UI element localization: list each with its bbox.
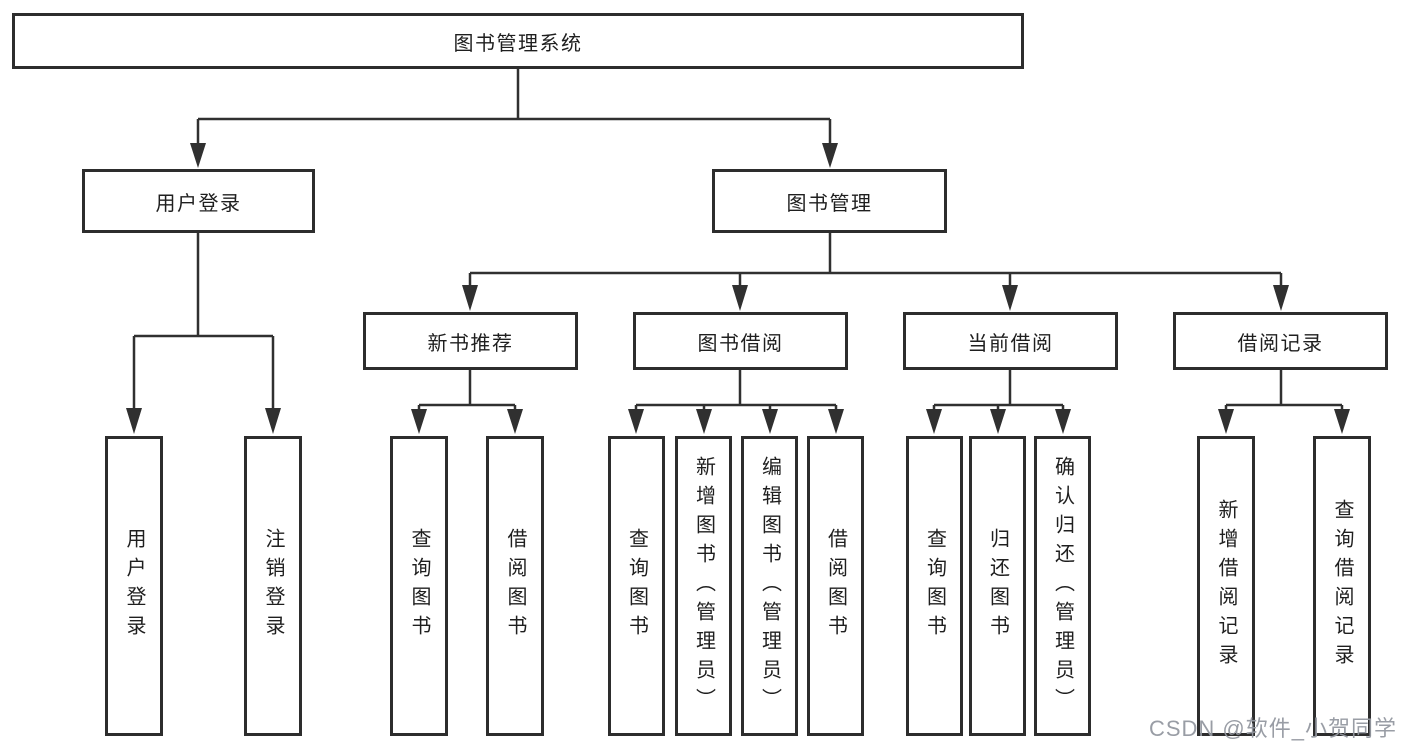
leaf-cb-query-books: 查询图书 [906,436,963,736]
leaf-br-query-record: 查询借阅记录 [1313,436,1371,736]
leaf-bb-add-books-admin: 新增图书（管理员） [675,436,732,736]
node-new-book-recommend-label: 新书推荐 [427,332,514,355]
node-new-book-recommend: 新书推荐 [363,312,578,370]
leaf-logout-label: 注销登录 [262,528,284,644]
leaf-bb-add-books-admin-label: 新增图书（管理员） [692,455,715,717]
leaf-br-add-record: 新增借阅记录 [1197,436,1255,736]
csdn-watermark: CSDN @软件_小贺同学 [1148,716,1397,741]
node-book-borrowing: 图书借阅 [633,312,848,370]
node-borrowing-records: 借阅记录 [1173,312,1388,370]
leaf-br-query-record-label: 查询借阅记录 [1331,499,1353,673]
leaf-bb-edit-books-admin-label: 编辑图书（管理员） [758,455,781,717]
node-root: 图书管理系统 [12,13,1024,69]
leaf-cb-confirm-return-admin: 确认归还（管理员） [1034,436,1091,736]
node-current-borrowing-label: 当前借阅 [967,332,1054,355]
node-current-borrowing: 当前借阅 [903,312,1118,370]
leaf-cb-confirm-return-admin-label: 确认归还（管理员） [1051,455,1074,717]
node-root-label: 图书管理系统 [453,32,583,55]
leaf-nr-borrow-books: 借阅图书 [486,436,544,736]
node-user-login: 用户登录 [82,169,315,233]
node-book-management-label: 图书管理 [786,192,873,215]
leaf-nr-query-books: 查询图书 [390,436,448,736]
leaf-cb-query-books-label: 查询图书 [923,528,946,644]
leaf-cb-return-books-label: 归还图书 [986,528,1009,644]
arrowhead-icons [126,143,1350,434]
node-book-borrowing-label: 图书借阅 [697,332,784,355]
leaf-bb-query-books: 查询图书 [608,436,665,736]
leaf-br-add-record-label: 新增借阅记录 [1215,499,1237,673]
leaf-user-login: 用户登录 [105,436,163,736]
leaf-bb-edit-books-admin: 编辑图书（管理员） [741,436,798,736]
leaf-cb-return-books: 归还图书 [969,436,1026,736]
leaf-logout: 注销登录 [244,436,302,736]
leaf-bb-borrow-books-label: 借阅图书 [824,528,847,644]
node-book-management: 图书管理 [712,169,947,233]
leaf-user-login-label: 用户登录 [123,528,145,644]
leaf-bb-query-books-label: 查询图书 [625,528,648,644]
leaf-nr-borrow-books-label: 借阅图书 [504,528,526,644]
leaf-nr-query-books-label: 查询图书 [408,528,430,644]
connector-lines [132,69,1344,411]
node-user-login-label: 用户登录 [155,192,242,215]
leaf-bb-borrow-books: 借阅图书 [807,436,864,736]
node-borrowing-records-label: 借阅记录 [1237,332,1324,355]
